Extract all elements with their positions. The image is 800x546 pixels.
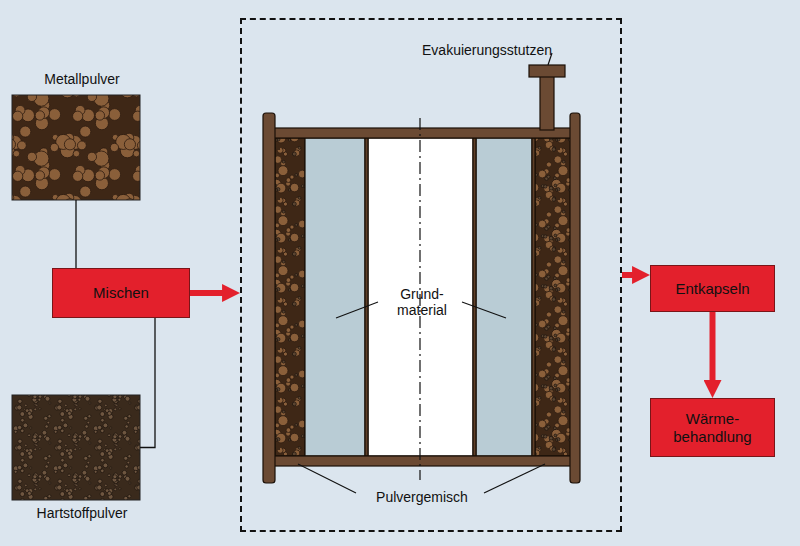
powder-sample: Metallpulver bbox=[12, 95, 140, 200]
connector-line bbox=[140, 318, 155, 448]
process-box: Wärme- behandlung bbox=[650, 398, 775, 457]
hard-powder-sample bbox=[12, 395, 140, 500]
node-label: Wärme- behandlung bbox=[665, 410, 760, 445]
part-label: Pulvergemisch bbox=[357, 489, 487, 505]
process-box: Entkapseln bbox=[650, 265, 775, 312]
part-label: Evakuierungsstutzen bbox=[402, 42, 572, 58]
capsule bbox=[263, 65, 580, 483]
powder-sample: Hartstoffpulver bbox=[12, 395, 140, 500]
flow-arrow bbox=[622, 272, 638, 278]
flow-arrow bbox=[710, 312, 716, 386]
leader-lines bbox=[298, 53, 552, 493]
node-label: Metallpulver bbox=[2, 71, 162, 87]
process-box: Mischen bbox=[52, 268, 190, 318]
flow-arrow bbox=[190, 290, 228, 296]
hip-capsule-frame: EvakuierungsstutzenGrund- materialPulver… bbox=[240, 18, 622, 532]
node-label: Entkapseln bbox=[675, 280, 749, 297]
node-label: Hartstoffpulver bbox=[2, 505, 162, 521]
connector-line bbox=[75, 200, 76, 268]
metal-powder-sample bbox=[12, 95, 140, 200]
node-label: Mischen bbox=[93, 284, 149, 301]
part-label: Grund- material bbox=[382, 286, 462, 318]
